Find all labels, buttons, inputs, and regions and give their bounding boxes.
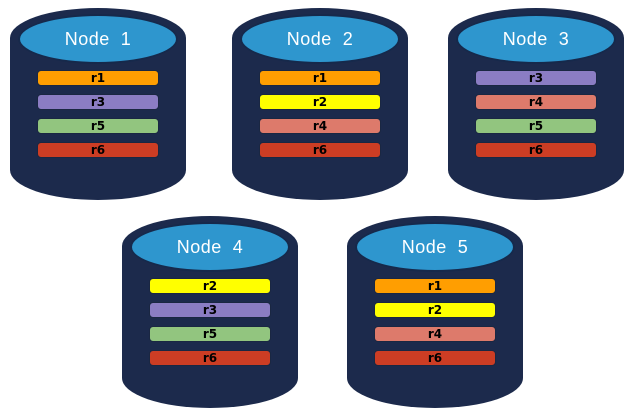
replica-label: r1 (427, 278, 443, 293)
node-4-replica-bar-r6: r6 (149, 350, 271, 366)
replica-label: r6 (312, 142, 328, 157)
node-4-lid: Node 4 (130, 222, 290, 272)
node-4-cylinder: Node 4 r2 r3 r5 r6 (122, 216, 298, 408)
replica-label: r3 (90, 94, 106, 109)
node-5-replica-bar-r4: r4 (374, 326, 496, 342)
replica-label: r1 (312, 70, 328, 85)
replica-label: r5 (528, 118, 544, 133)
node-4-replica-list: r2 r3 r5 r6 (149, 278, 271, 366)
node-2-replica-list: r1 r2 r4 r6 (259, 70, 381, 158)
replica-label: r1 (90, 70, 106, 85)
replica-label: r2 (427, 302, 443, 317)
node-3-replica-bar-r4: r4 (475, 94, 597, 110)
replica-label: r4 (312, 118, 328, 133)
node-4-replica-bar-r3: r3 (149, 302, 271, 318)
node-1-lid: Node 1 (18, 14, 178, 64)
replica-label: r6 (427, 350, 443, 365)
replica-label: r2 (202, 278, 218, 293)
node-1-replica-bar-r1: r1 (37, 70, 159, 86)
node-5-cylinder: Node 5 r1 r2 r4 r6 (347, 216, 523, 408)
replica-label: r6 (528, 142, 544, 157)
node-3-replica-list: r3 r4 r5 r6 (475, 70, 597, 158)
node-3-replica-bar-r3: r3 (475, 70, 597, 86)
node-5-replica-bar-r6: r6 (374, 350, 496, 366)
node-3-cylinder: Node 3 r3 r4 r5 r6 (448, 8, 624, 200)
replica-label: r3 (202, 302, 218, 317)
replica-label: r4 (528, 94, 544, 109)
node-1-replica-bar-r6: r6 (37, 142, 159, 158)
replica-label: r5 (202, 326, 218, 341)
replica-label: r6 (90, 142, 106, 157)
node-2-replica-bar-r2: r2 (259, 94, 381, 110)
node-3-label: Node 3 (502, 28, 570, 49)
replica-label: r3 (528, 70, 544, 85)
node-5-replica-list: r1 r2 r4 r6 (374, 278, 496, 366)
node-2-replica-bar-r1: r1 (259, 70, 381, 86)
node-5-replica-bar-r1: r1 (374, 278, 496, 294)
node-4-replica-bar-r2: r2 (149, 278, 271, 294)
node-2-lid: Node 2 (240, 14, 400, 64)
node-2-replica-bar-r6: r6 (259, 142, 381, 158)
node-4-replica-bar-r5: r5 (149, 326, 271, 342)
node-5-replica-bar-r2: r2 (374, 302, 496, 318)
replica-label: r2 (312, 94, 328, 109)
node-5-label: Node 5 (401, 236, 469, 257)
node-2-cylinder: Node 2 r1 r2 r4 r6 (232, 8, 408, 200)
node-2-label: Node 2 (286, 28, 354, 49)
node-3-lid: Node 3 (456, 14, 616, 64)
replica-label: r4 (427, 326, 443, 341)
node-1-label: Node 1 (64, 28, 132, 49)
replica-label: r5 (90, 118, 106, 133)
node-5-lid: Node 5 (355, 222, 515, 272)
node-1-replica-bar-r3: r3 (37, 94, 159, 110)
node-1-cylinder: Node 1 r1 r3 r5 r6 (10, 8, 186, 200)
replica-label: r6 (202, 350, 218, 365)
node-1-replica-bar-r5: r5 (37, 118, 159, 134)
node-4-label: Node 4 (176, 236, 244, 257)
node-3-replica-bar-r5: r5 (475, 118, 597, 134)
node-1-replica-list: r1 r3 r5 r6 (37, 70, 159, 158)
node-2-replica-bar-r4: r4 (259, 118, 381, 134)
node-3-replica-bar-r6: r6 (475, 142, 597, 158)
